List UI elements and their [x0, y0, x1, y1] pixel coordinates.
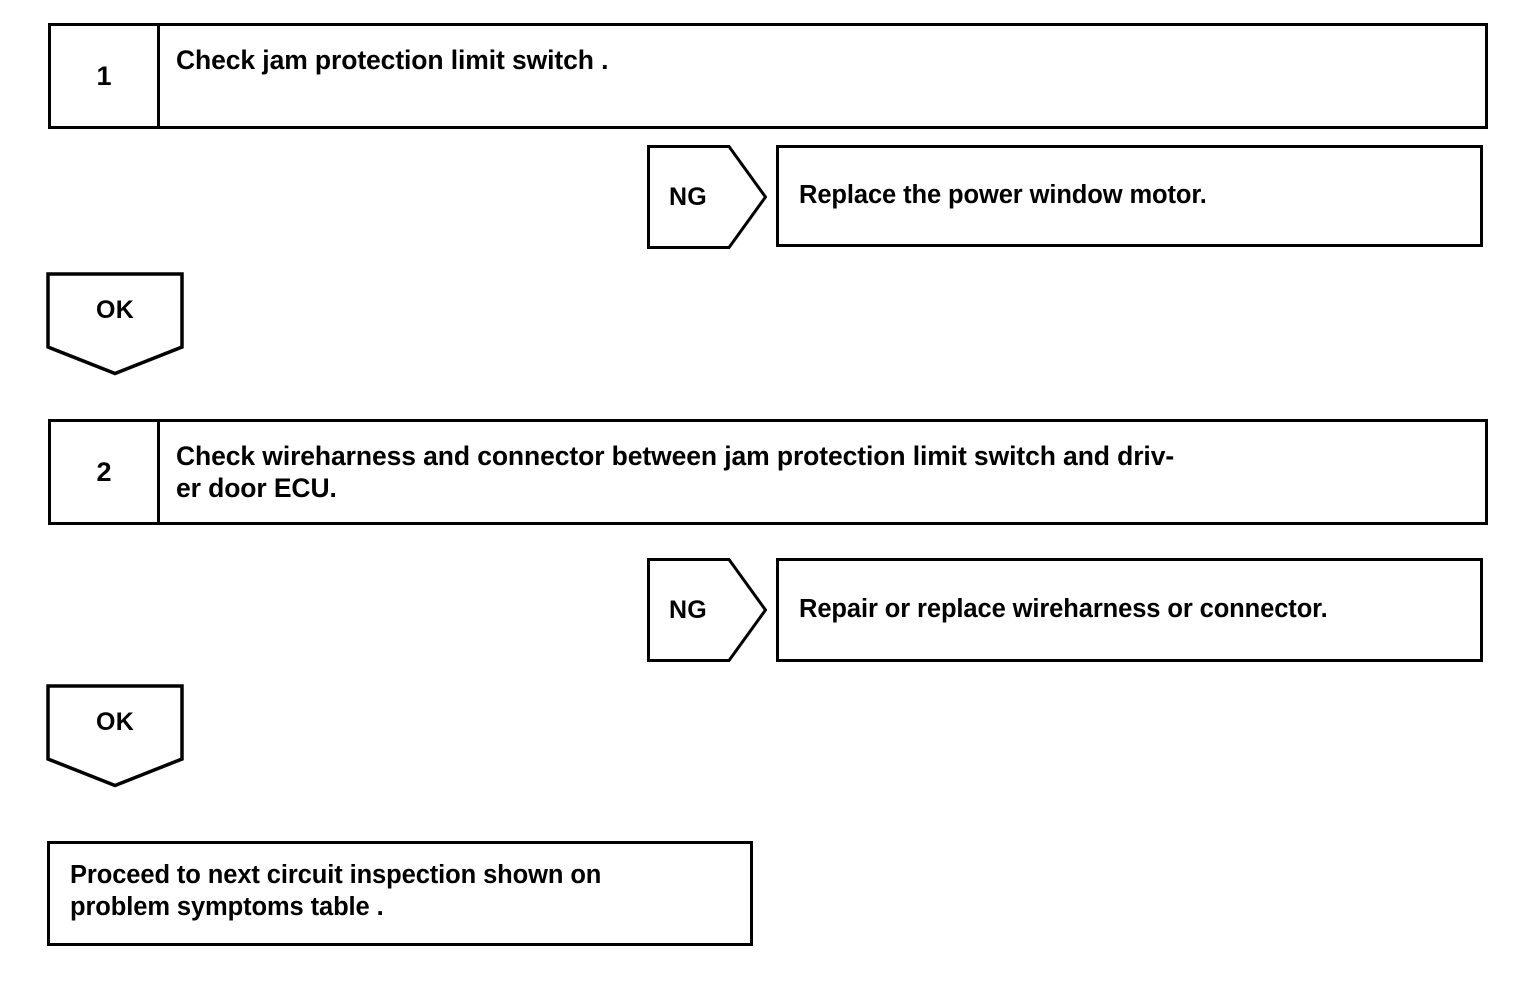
step-2-ng-result-box: Repair or replace wireharness or connect…	[776, 558, 1483, 662]
step-1-ng-result-box: Replace the power window motor.	[776, 145, 1483, 247]
step-1-ng-label: NG	[669, 182, 707, 211]
ok-pentagon-icon	[46, 684, 184, 788]
ng-pentagon-icon	[647, 145, 767, 249]
step-1-ok-label: OK	[96, 295, 134, 324]
step-2-ng-arrow: NG	[647, 558, 767, 662]
step-2-instruction: Check wireharness and connector between …	[176, 441, 1175, 504]
step-1-ok-arrow: OK	[46, 272, 184, 376]
step-1-instruction: Check jam protection limit switch .	[176, 45, 609, 75]
step-2-ok-arrow: OK	[46, 684, 184, 788]
step-1-ng-arrow: NG	[647, 145, 767, 249]
step-2-ng-label: NG	[669, 595, 707, 624]
ok-pentagon-icon	[46, 272, 184, 376]
ng-pentagon-icon	[647, 558, 767, 662]
final-result-box: Proceed to next circuit inspection shown…	[47, 841, 753, 946]
step-1-box: 1 Check jam protection limit switch .	[48, 23, 1488, 129]
step-2-number: 2	[51, 422, 160, 522]
step-2-ok-label: OK	[96, 707, 134, 736]
step-1-number: 1	[51, 26, 160, 126]
step-2-box: 2 Check wireharness and connector betwee…	[48, 419, 1488, 525]
